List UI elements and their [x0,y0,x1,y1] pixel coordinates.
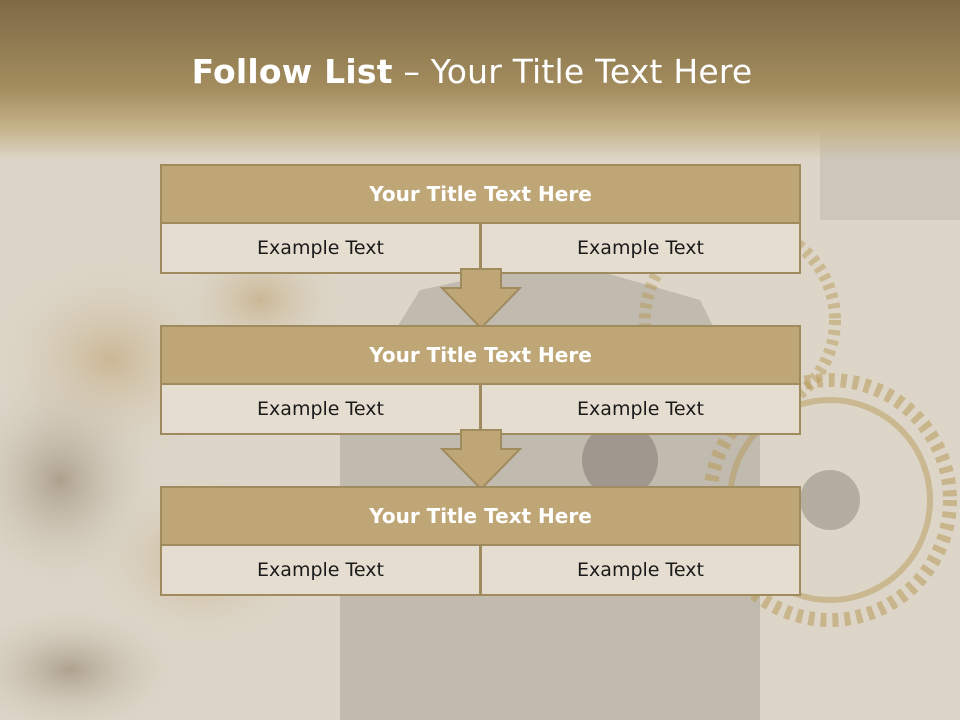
block-right-cell: Example Text [480,544,801,596]
list-block-1: Your Title Text Here Example Text Exampl… [160,164,801,274]
block-left-cell: Example Text [160,544,481,596]
list-block-2: Your Title Text Here Example Text Exampl… [160,325,801,435]
block-title: Your Title Text Here [160,164,801,224]
title-rest: – Your Title Text Here [392,52,753,91]
block-title: Your Title Text Here [160,486,801,546]
block-title: Your Title Text Here [160,325,801,385]
page-title: Follow List – Your Title Text Here [0,52,944,91]
block-left-cell: Example Text [160,222,481,274]
down-arrow-icon [440,429,522,491]
block-right-cell: Example Text [480,222,801,274]
block-right-cell: Example Text [480,383,801,435]
header-band [0,0,960,160]
list-block-3: Your Title Text Here Example Text Exampl… [160,486,801,596]
block-left-cell: Example Text [160,383,481,435]
down-arrow-icon [440,268,522,330]
title-bold: Follow List [191,52,393,91]
